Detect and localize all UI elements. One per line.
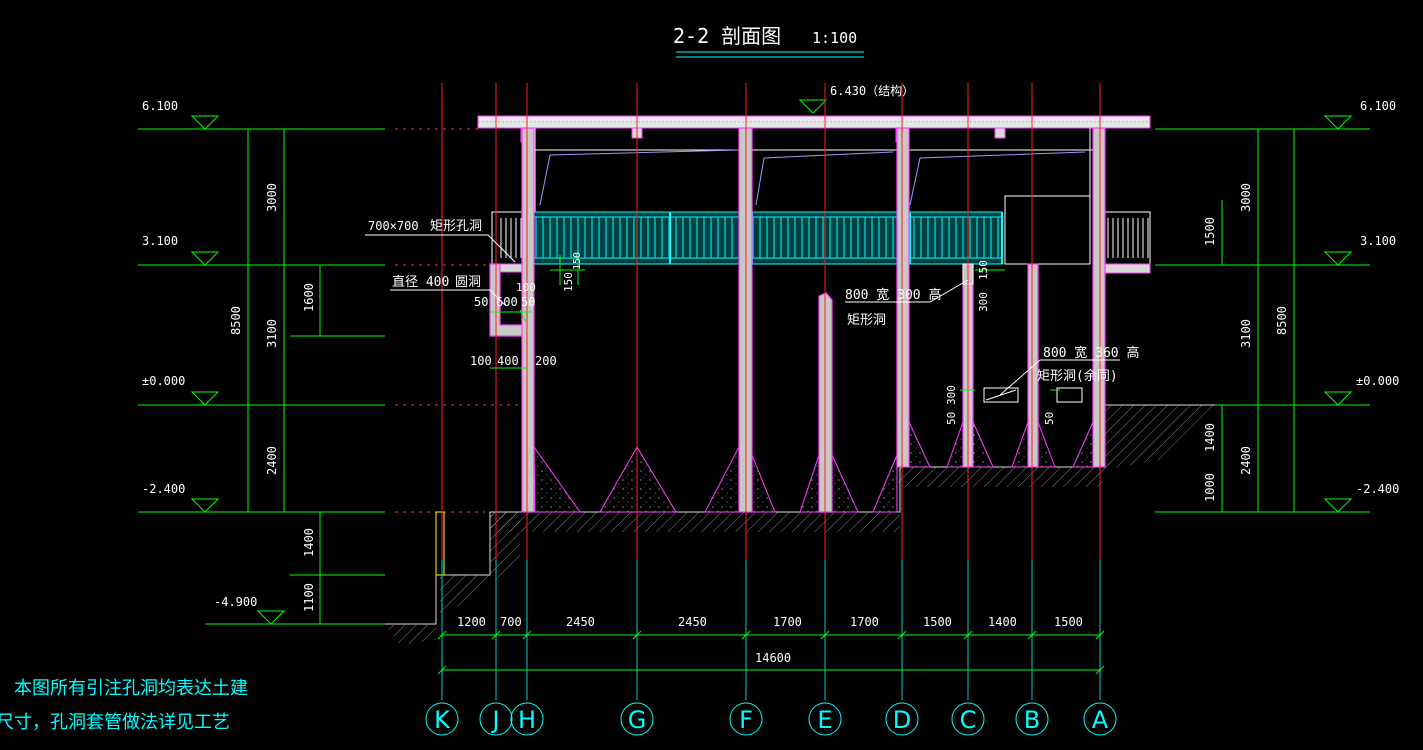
equipment-box [1004, 195, 1091, 265]
axis-label-E: E [817, 706, 832, 734]
left-channel [489, 263, 523, 337]
axis-bubble-J: J [479, 702, 513, 736]
axis-label-J: J [490, 706, 499, 734]
axis-label-K: K [434, 706, 451, 734]
drawing-scale: 1:100 [812, 29, 857, 47]
bottom-dim-total: 14600 [755, 651, 791, 665]
low-dim-50b: 50 [1043, 412, 1056, 425]
hole-dim-400: 400 [497, 354, 519, 368]
axis-bubble-C: C [951, 702, 985, 736]
bottom-dim-2: 700 [500, 615, 522, 629]
bottom-dim-8: 1400 [988, 615, 1017, 629]
bottom-dim-1: 1200 [457, 615, 486, 629]
mid-dim-300: 300 [977, 292, 990, 312]
right-dim-3000: 3000 [1239, 183, 1253, 212]
round-hole-size: 直径 400 [392, 275, 449, 290]
axis-extension-lines [437, 560, 1105, 700]
hole-700-label: 700×700 [368, 219, 419, 233]
hole-dim-200: 200 [535, 354, 557, 368]
bottom-dim-4: 2450 [678, 615, 707, 629]
axis-label-G: G [628, 706, 647, 734]
elev-right-0000: ±0.000 [1356, 374, 1399, 388]
rect-hole-mid-label: 矩形洞 [847, 313, 886, 328]
right-dim-2400: 2400 [1239, 446, 1253, 475]
axis-bubble-E: E [808, 702, 842, 736]
bottom-dim-5: 1700 [773, 615, 802, 629]
floor-slab [489, 263, 1151, 274]
left-dim-1400: 1400 [302, 528, 316, 557]
elevation-lines [138, 128, 1370, 625]
left-dim-3000: 3000 [265, 183, 279, 212]
hole-dim-600: 600 [496, 295, 518, 309]
axis-bubble-G: G [620, 702, 654, 736]
hole-dim-100a: 100 [516, 281, 536, 294]
note-line-1: 本图所有引注孔洞均表达土建 [14, 678, 248, 699]
round-hole-label: 圆洞 [455, 275, 481, 290]
left-dim-1100: 1100 [302, 583, 316, 612]
hole-dim-50b: 50 [521, 295, 535, 309]
right-overall-dim: 8500 [1275, 306, 1289, 335]
rect-hole-top-label: 矩形孔洞 [430, 219, 482, 234]
elev-left-0000: ±0.000 [142, 374, 185, 388]
left-overall-dim: 8500 [229, 306, 243, 335]
right-dim-1000: 1000 [1203, 473, 1217, 502]
axis-bubble-B: B [1015, 702, 1049, 736]
left-dim-1600: 1600 [302, 283, 316, 312]
note-line-2: 尺寸，孔洞套管做法详见工艺 [0, 712, 230, 733]
axis-label-A: A [1092, 706, 1109, 734]
elev-left-4900: -4.900 [214, 595, 257, 609]
left-dim-3100: 3100 [265, 319, 279, 348]
rect-hole-low-label: 矩形洞(余同) [1037, 368, 1118, 384]
axis-bubble-H: H [510, 702, 544, 736]
axis-label-B: B [1024, 706, 1040, 734]
hole-dim-lines [490, 255, 1060, 391]
rect-hole-low-size: 800 宽 360 高 [1043, 345, 1139, 361]
ground-outline [385, 404, 1215, 625]
bottom-dim-3: 2450 [566, 615, 595, 629]
roof-structure-mark: 6.430（结构） [830, 83, 914, 98]
low-dim-300: 300 [945, 385, 958, 405]
bottom-dim-lines [442, 634, 1100, 671]
hoppers [533, 421, 1094, 513]
mid-dim-150: 150 [977, 260, 990, 280]
elev-right-2400: -2.400 [1356, 482, 1399, 496]
leader-lines [365, 234, 1120, 396]
axis-label-H: H [518, 706, 536, 734]
elev-left-3100: 3.100 [142, 234, 178, 248]
elev-left-6100: 6.100 [142, 99, 178, 113]
hole-dim-150a: 150 [562, 272, 575, 292]
elev-right-3100: 3.100 [1360, 234, 1396, 248]
drawing-title: 2-2 剖面图 [673, 24, 781, 48]
bottom-dim-7: 1500 [923, 615, 952, 629]
left-dim-2400: 2400 [265, 446, 279, 475]
bottom-dim-9: 1500 [1054, 615, 1083, 629]
axis-label-D: D [893, 706, 911, 734]
interior-frame [531, 128, 1094, 212]
elevation-markers [190, 99, 1353, 625]
right-dim-1400: 1400 [1203, 423, 1217, 452]
right-dim-3100: 3100 [1239, 319, 1253, 348]
right-dim-1500: 1500 [1203, 217, 1217, 246]
hole-dim-50a: 50 [474, 295, 488, 309]
hole-dim-150b: 150 [572, 252, 583, 270]
roof-beams [520, 127, 1105, 143]
elev-right-6100: 6.100 [1360, 99, 1396, 113]
roof-slab [477, 115, 1151, 129]
axis-bubble-F: F [729, 702, 763, 736]
rect-hole-mid-size: 800 宽 300 高 [845, 287, 941, 303]
axis-bubble-K: K [425, 702, 459, 736]
axis-bubble-D: D [885, 702, 919, 736]
axis-label-C: C [960, 706, 977, 734]
low-dim-50a: 50 [945, 412, 958, 425]
axis-bubble-A: A [1083, 702, 1117, 736]
ground-fill [385, 405, 1215, 645]
elev-left-2400: -2.400 [142, 482, 185, 496]
left-dim-lines [247, 129, 1295, 624]
bottom-dim-6: 1700 [850, 615, 879, 629]
axis-lines [441, 83, 1101, 560]
hole-dim-100b: 100 [470, 354, 492, 368]
axis-label-F: F [739, 706, 753, 734]
